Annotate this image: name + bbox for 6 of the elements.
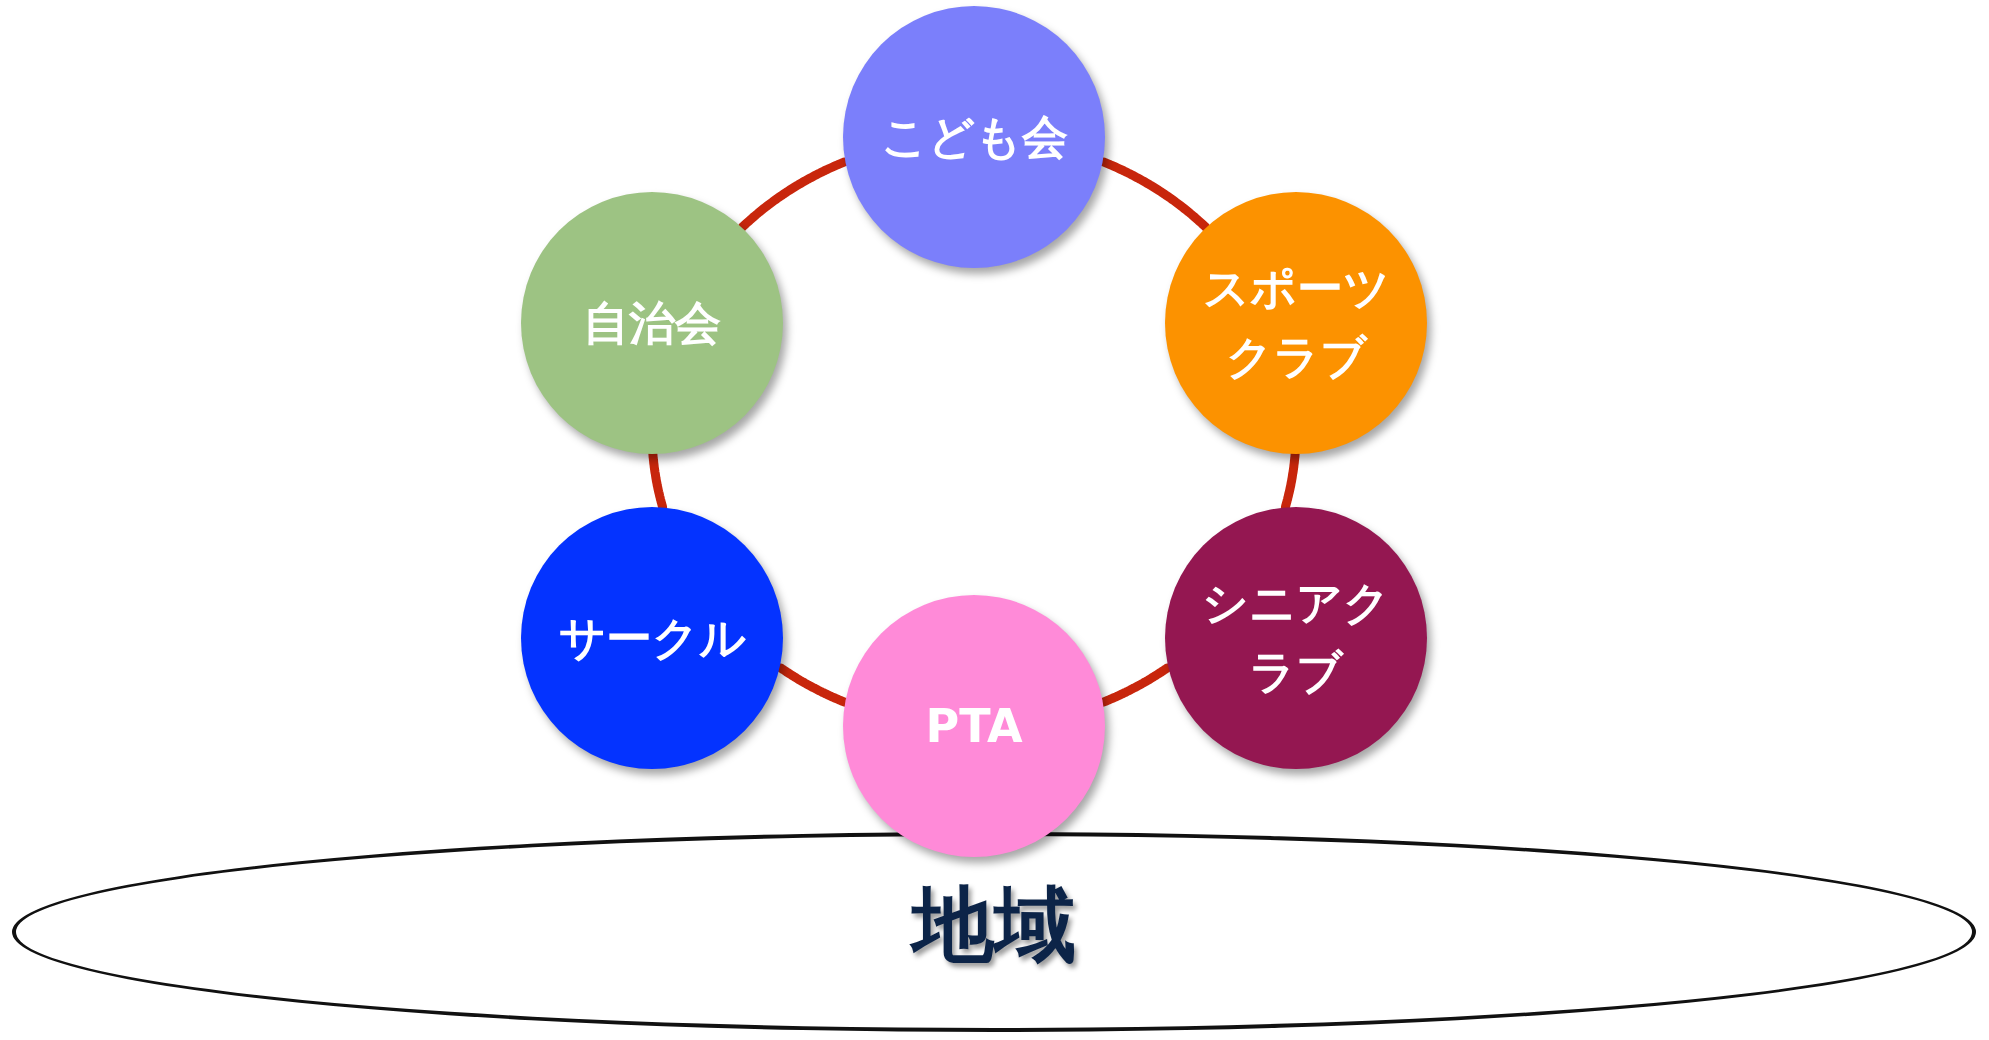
- node-label: こども会: [880, 108, 1068, 166]
- node-label: PTA: [925, 697, 1023, 755]
- node-label: サークル: [558, 609, 746, 667]
- node-label: シニアクラブ: [1201, 575, 1391, 701]
- node-label: 自治会: [583, 294, 721, 352]
- node-label: スポーツクラブ: [1201, 260, 1391, 386]
